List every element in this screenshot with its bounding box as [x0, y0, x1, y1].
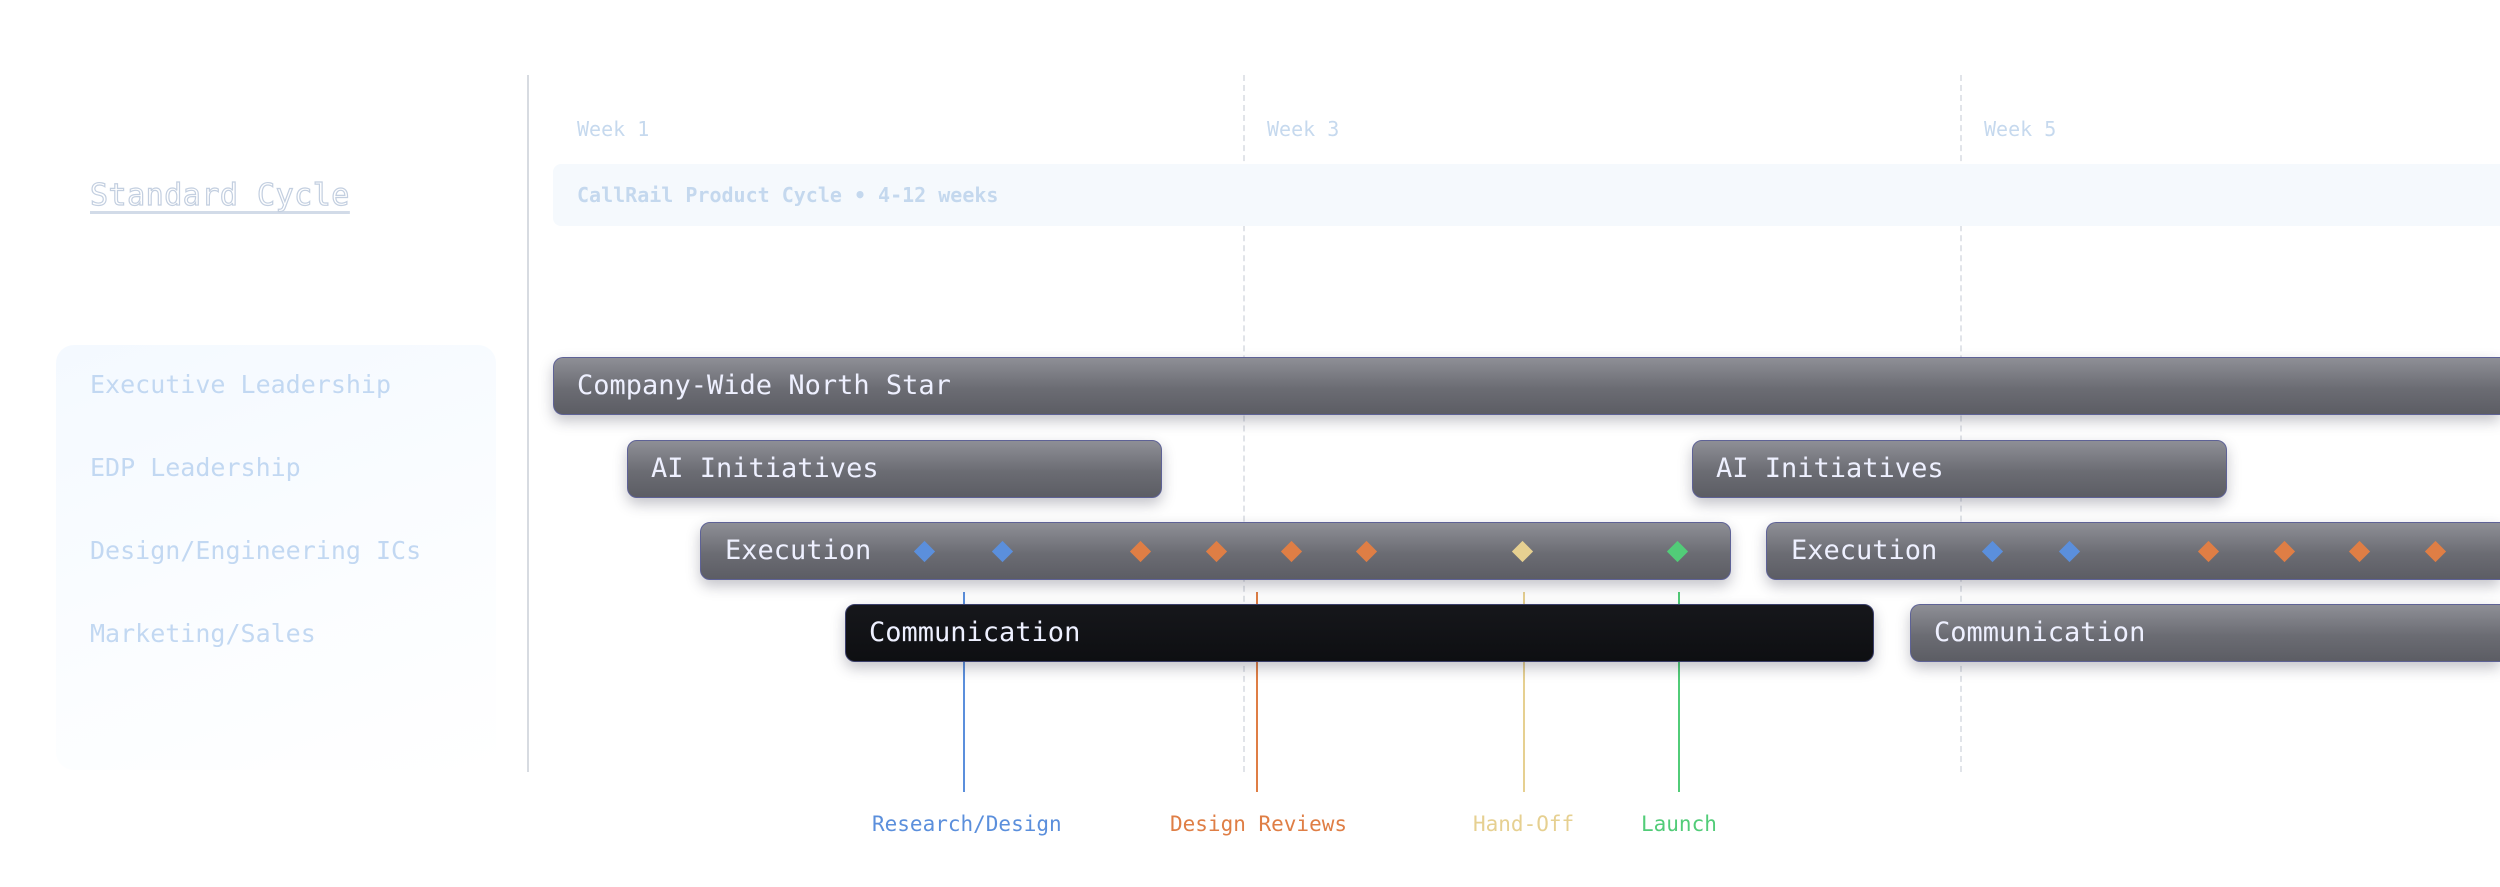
launch-diamond-icon [1666, 540, 1689, 563]
cycle-label: CallRail Product Cycle • 4-12 weeks [577, 183, 999, 207]
communication-label-2: Communication [1934, 617, 2146, 648]
communication-label-1: Communication [869, 617, 1081, 648]
ai-initiatives-label-2: AI Initiatives [1716, 453, 1944, 484]
north-star-bar[interactable]: Company-Wide North Star [553, 357, 2500, 415]
timeline-divider [527, 75, 529, 772]
legend-design-reviews: Design Reviews [1170, 812, 1348, 836]
ai-initiatives-bar-1[interactable]: AI Initiatives [627, 440, 1162, 498]
execution-label-1: Execution [725, 535, 872, 566]
role-panel [56, 345, 496, 770]
hand-off-diamond-icon [1511, 540, 1534, 563]
week-5-gridline [1960, 75, 1962, 772]
communication-bar-1[interactable]: Communication [845, 604, 1874, 662]
research-diamond-icon [991, 540, 1014, 563]
week-label-1: Week 1 [577, 117, 650, 141]
research-design-line [963, 592, 965, 792]
hand-off-line [1523, 592, 1525, 792]
role-label-marketing-sales: Marketing/Sales [90, 619, 316, 648]
cycle-band [553, 164, 2500, 226]
research-diamond-icon [1981, 540, 2004, 563]
legend-research-design: Research/Design [872, 812, 1062, 836]
design-reviews-line [1256, 592, 1258, 792]
review-diamond-icon [1355, 540, 1378, 563]
north-star-label: Company-Wide North Star [577, 370, 951, 401]
review-diamond-icon [1280, 540, 1303, 563]
review-diamond-icon [1129, 540, 1152, 563]
execution-bar-2[interactable]: Execution [1766, 522, 2500, 580]
review-diamond-icon [2424, 540, 2447, 563]
research-diamond-icon [2058, 540, 2081, 563]
role-label-edp-leadership: EDP Leadership [90, 453, 301, 482]
review-diamond-icon [2348, 540, 2371, 563]
page-title: Standard Cycle [89, 177, 350, 213]
ai-initiatives-bar-2[interactable]: AI Initiatives [1692, 440, 2227, 498]
review-diamond-icon [1205, 540, 1228, 563]
execution-bar-1[interactable]: Execution [700, 522, 1731, 580]
research-diamond-icon [913, 540, 936, 563]
review-diamond-icon [2197, 540, 2220, 563]
role-label-executive-leadership: Executive Leadership [90, 370, 392, 399]
week-label-5: Week 5 [1984, 117, 2057, 141]
legend-hand-off: Hand-Off [1473, 812, 1575, 836]
week-label-3: Week 3 [1267, 117, 1340, 141]
execution-label-2: Execution [1791, 535, 1938, 566]
review-diamond-icon [2273, 540, 2296, 563]
week-3-gridline [1243, 75, 1245, 772]
legend-launch: Launch [1641, 812, 1717, 836]
role-label-design-engineering-ics: Design/Engineering ICs [90, 536, 422, 565]
ai-initiatives-label-1: AI Initiatives [651, 453, 879, 484]
launch-line [1678, 592, 1680, 792]
communication-bar-2[interactable]: Communication [1910, 604, 2500, 662]
